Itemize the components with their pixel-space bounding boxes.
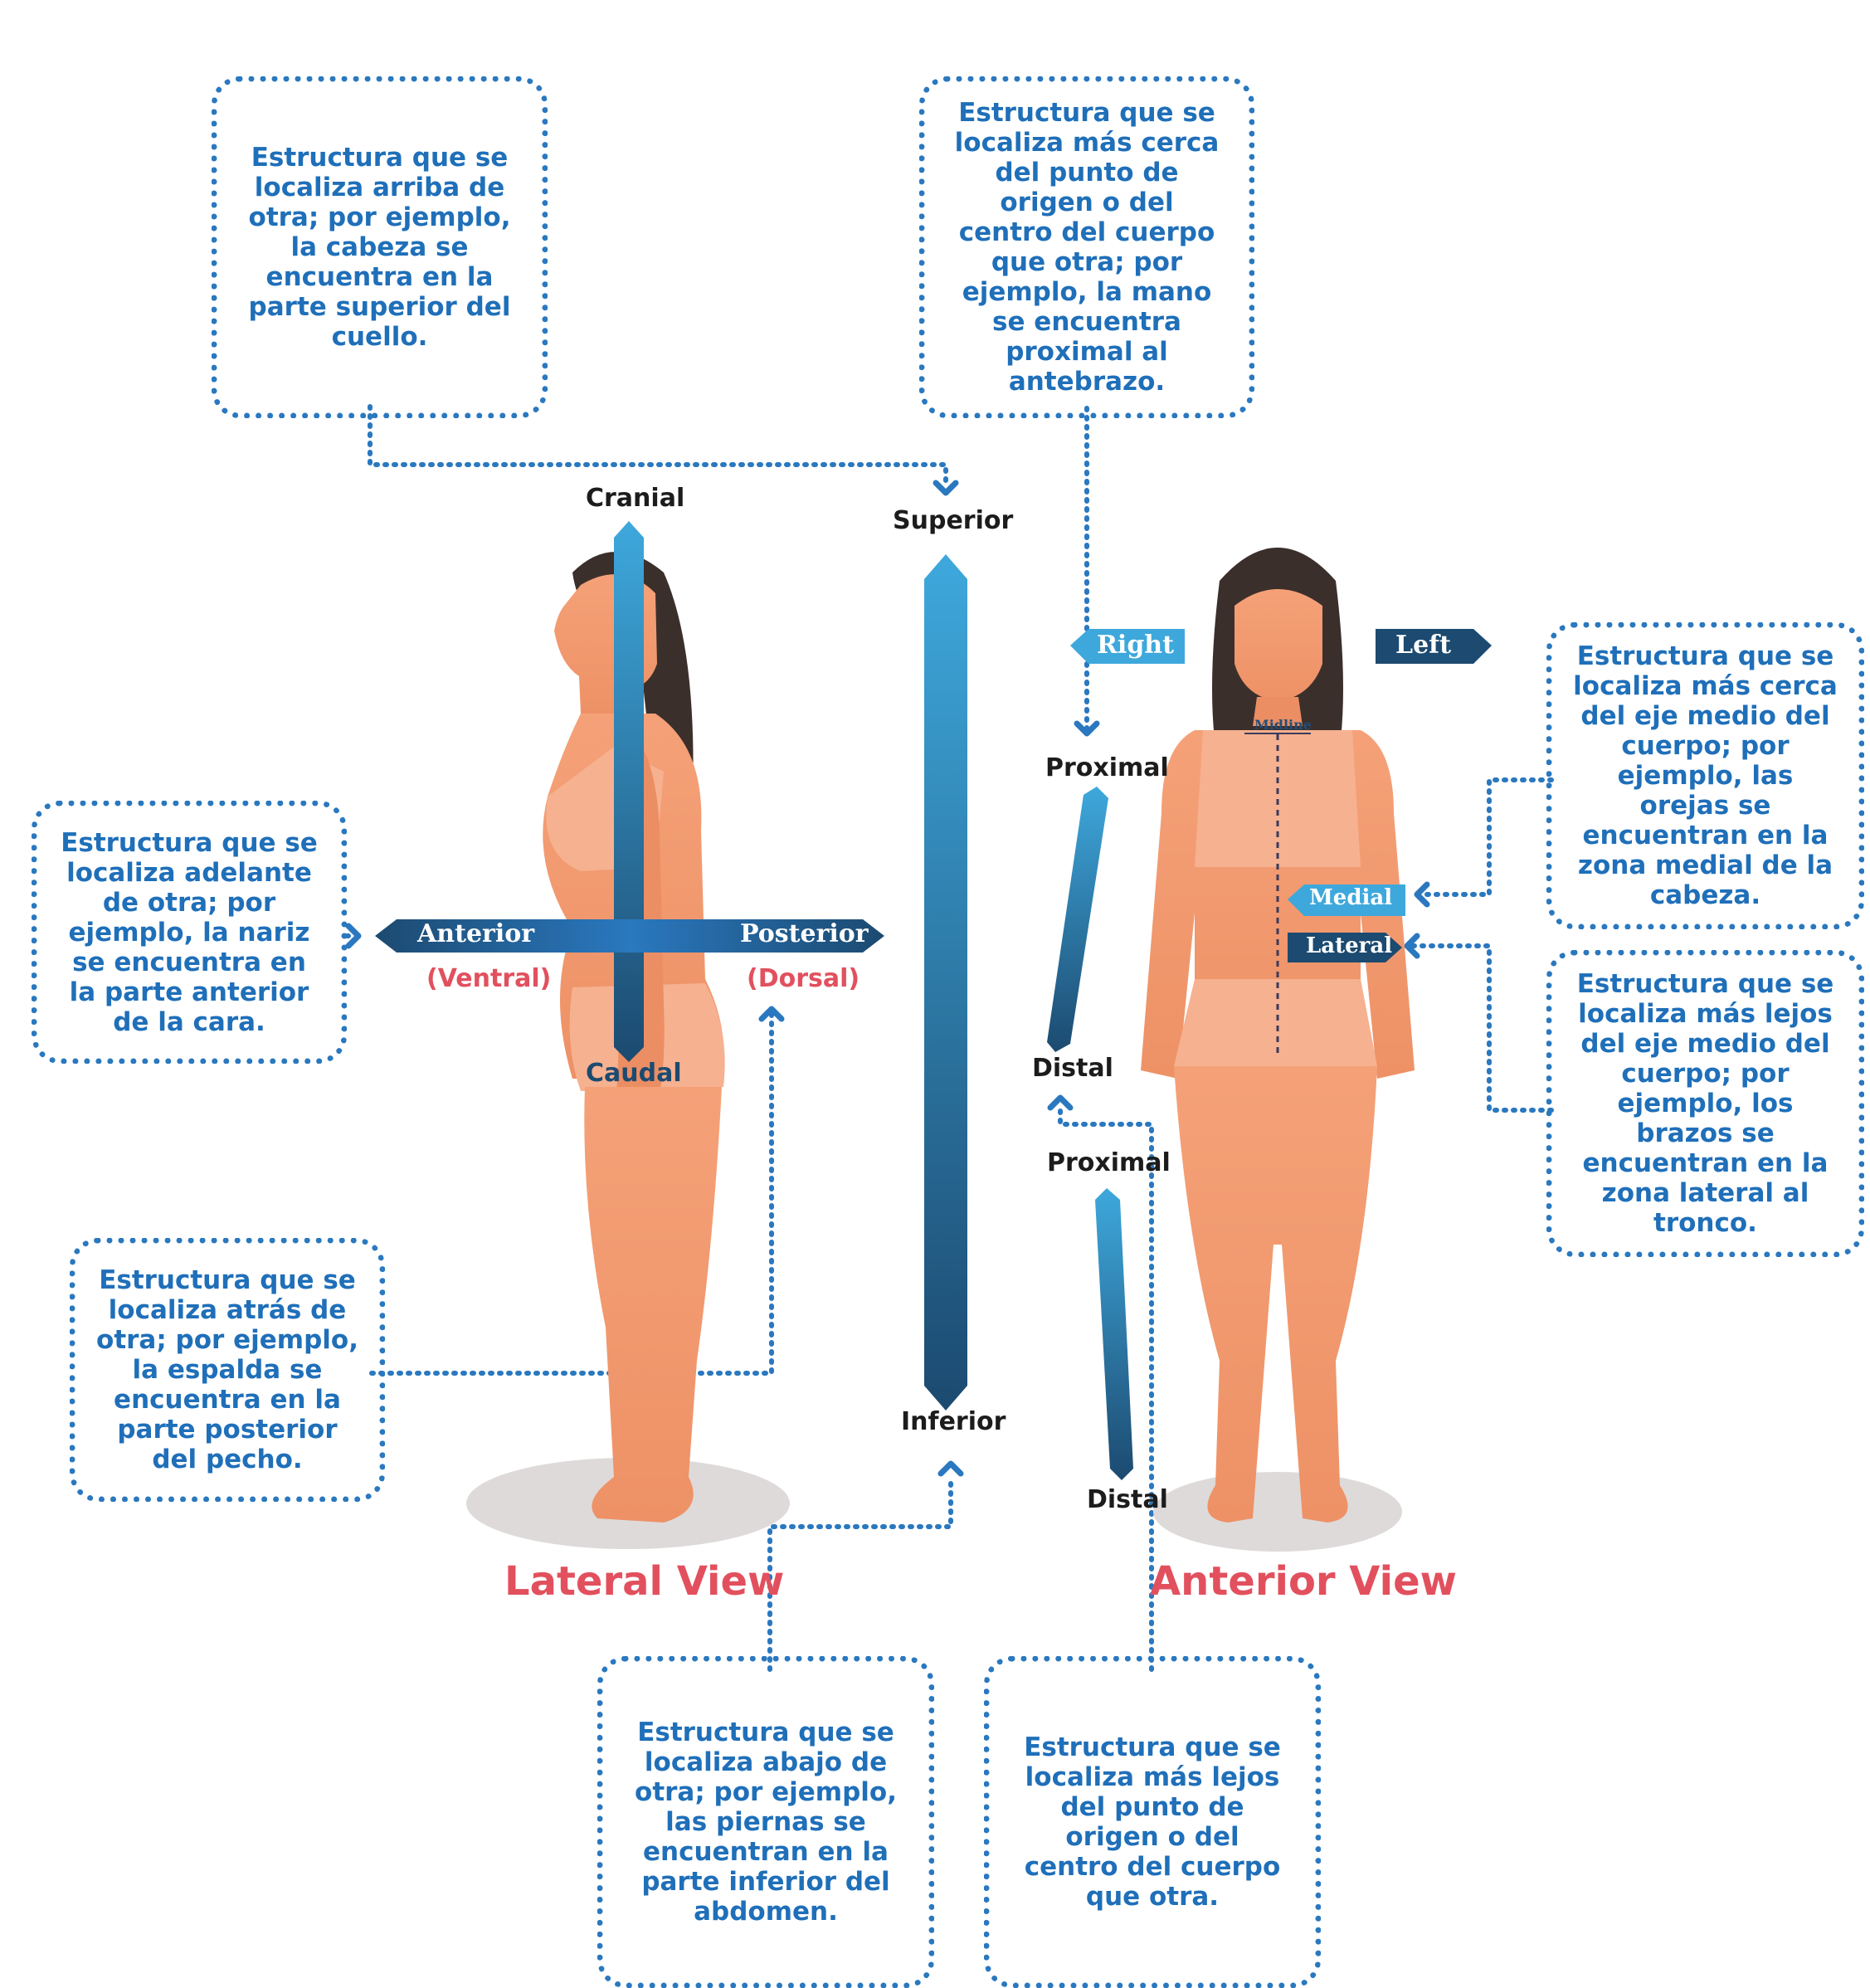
- posterior-label: Posterior: [740, 919, 869, 948]
- distal-arm-label: Distal: [1032, 1054, 1113, 1083]
- posterior-definition-box: Estructura que se localiza atrás de otra…: [70, 1238, 385, 1502]
- inferior-label: Inferior: [901, 1407, 1006, 1436]
- anterior-label: Anterior: [417, 919, 534, 948]
- legs: [584, 1087, 722, 1523]
- proximal-distal-arm-arrow: [1047, 787, 1108, 1052]
- proximal-definition-text: Estructura que se localiza más cerca del…: [953, 98, 1220, 397]
- superior-definition-text: Estructura que se localiza arriba de otr…: [246, 143, 514, 352]
- chevron-up-icon: [1050, 1098, 1070, 1108]
- inferior-definition-text: Estructura que se localiza abajo de otra…: [631, 1718, 900, 1927]
- superior-label: Superior: [893, 506, 1013, 535]
- lateral-view-title: Lateral View: [504, 1558, 784, 1605]
- right-label: Right: [1097, 631, 1174, 660]
- midline-label: Midline: [1254, 717, 1312, 733]
- chevron-down-icon: [936, 483, 956, 493]
- proximal-leg-label: Proximal: [1047, 1148, 1171, 1177]
- lateral-definition-box: Estructura que se localiza más lejos del…: [1546, 950, 1864, 1257]
- anterior-view-title: Anterior View: [1150, 1558, 1457, 1605]
- proximal-distal-leg-arrow: [1095, 1188, 1133, 1480]
- connector-medial: [1420, 780, 1551, 894]
- medial-label: Medial: [1309, 885, 1392, 910]
- anterior-definition-text: Estructura que se localiza adelante de o…: [57, 828, 321, 1037]
- caudal-label: Caudal: [586, 1059, 682, 1088]
- cranial-caudal-arrow: [614, 521, 644, 1062]
- inferior-definition-box: Estructura que se localiza abajo de otra…: [597, 1656, 934, 1988]
- proximal-definition-box: Estructura que se localiza más cerca del…: [919, 76, 1254, 418]
- superior-definition-box: Estructura que se localiza arriba de otr…: [212, 76, 548, 418]
- lateral-definition-text: Estructura que se localiza más lejos del…: [1571, 969, 1840, 1238]
- left-label: Left: [1395, 631, 1451, 660]
- shorts: [1174, 979, 1377, 1066]
- proximal-arm-label: Proximal: [1045, 753, 1169, 782]
- dorsal-label: (Dorsal): [747, 964, 860, 993]
- posterior-definition-text: Estructura que se localiza atrás de otra…: [94, 1265, 361, 1474]
- ventral-label: (Ventral): [426, 964, 551, 993]
- connector-superior: [370, 407, 946, 485]
- lateral-label: Lateral: [1306, 933, 1392, 958]
- cranial-label: Cranial: [586, 484, 684, 513]
- legs: [1174, 1066, 1377, 1523]
- connector-inferior: [770, 1477, 951, 1669]
- anterior-figure: [1141, 548, 1415, 1523]
- distal-leg-label: Distal: [1087, 1485, 1168, 1514]
- ground-shadow: [1153, 1472, 1402, 1552]
- chevron-up-icon: [941, 1464, 961, 1474]
- connector-lateral: [1410, 946, 1551, 1110]
- superior-inferior-arrow: [924, 554, 967, 1411]
- medial-definition-box: Estructura que se localiza más cerca del…: [1546, 622, 1864, 929]
- medial-definition-text: Estructura que se localiza más cerca del…: [1571, 641, 1840, 910]
- distal-definition-text: Estructura que se localiza más lejos del…: [1018, 1732, 1287, 1912]
- distal-definition-box: Estructura que se localiza más lejos del…: [984, 1656, 1321, 1988]
- face: [1234, 589, 1322, 701]
- anterior-definition-box: Estructura que se localiza adelante de o…: [32, 801, 347, 1064]
